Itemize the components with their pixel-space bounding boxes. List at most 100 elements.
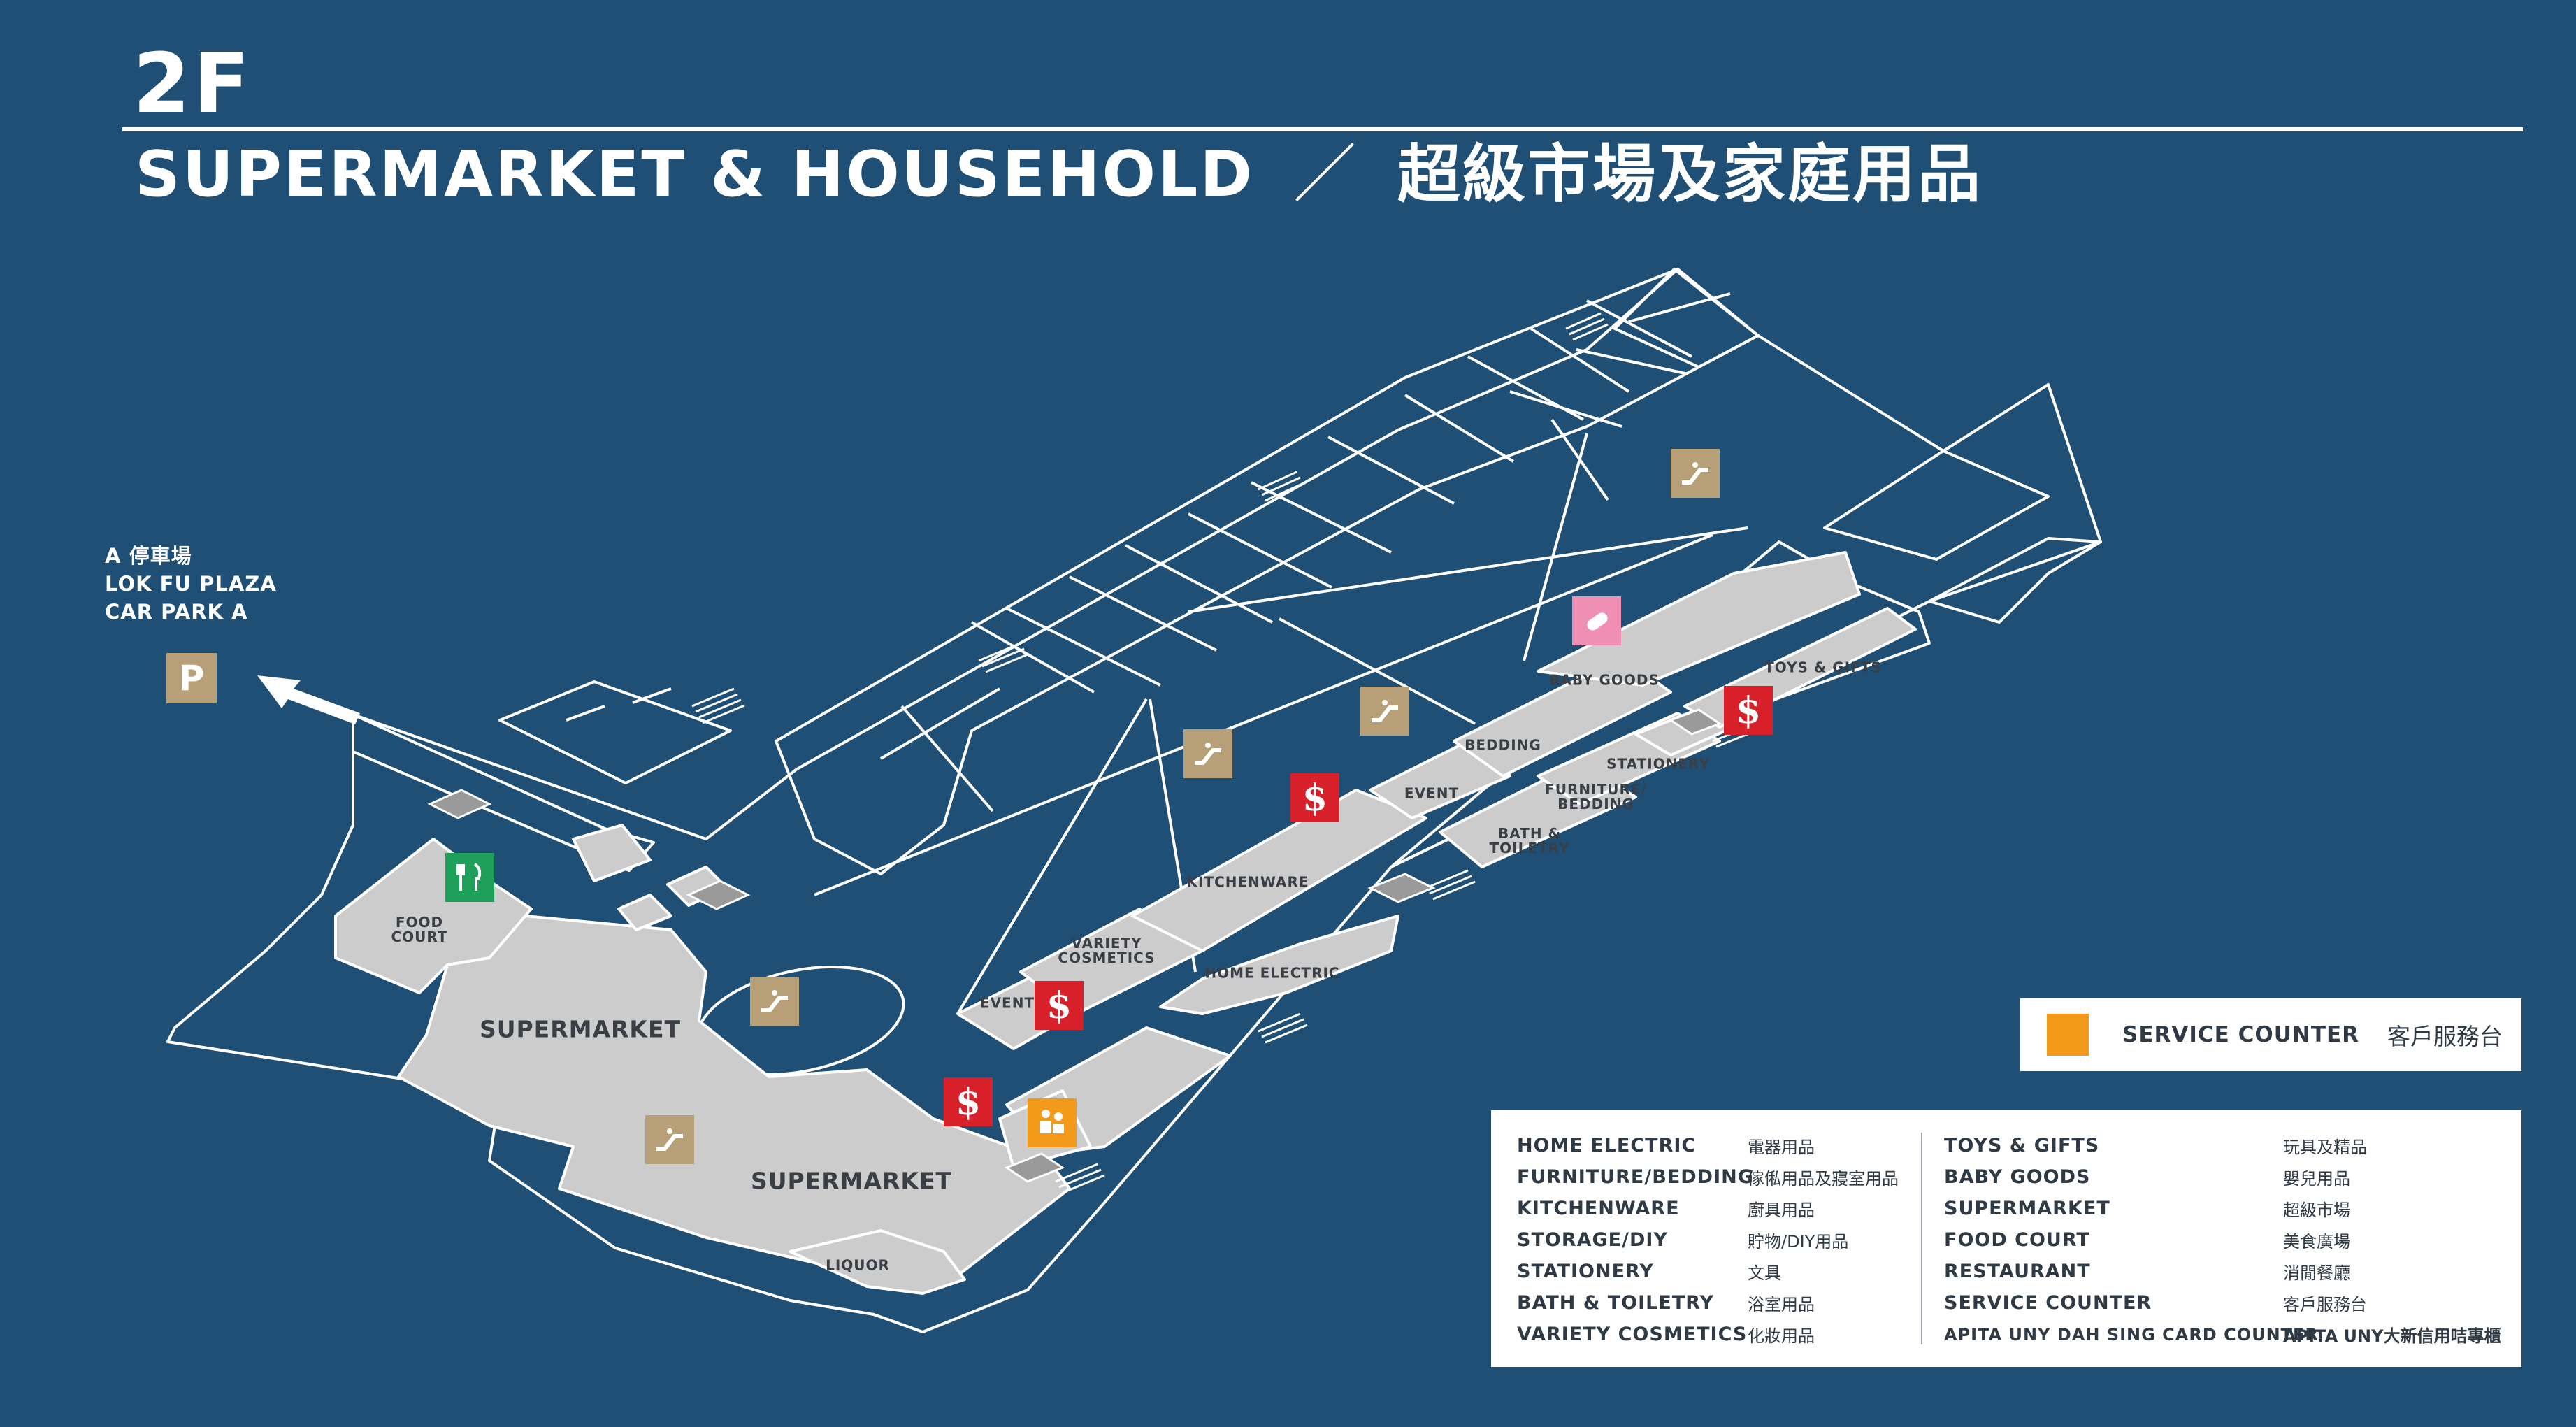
carpark-letter: A — [105, 544, 122, 568]
legend-item: SERVICE COUNTER — [1944, 1292, 2152, 1314]
atrium-lines — [814, 433, 1748, 1015]
legend-item: FOOD COURT — [1944, 1229, 2090, 1251]
title-separator: ／ — [1293, 138, 1359, 211]
legend-item-zh: 貯物/DIY用品 — [1748, 1232, 1849, 1252]
legend-item-zh: 美食廣場 — [2283, 1232, 2350, 1252]
supermarket-label-1: SUPERMARKET — [479, 1015, 682, 1043]
store-directory-legend: HOME ELECTRIC FURNITURE/BEDDING KITCHENW… — [1491, 1110, 2521, 1367]
escalator-icon[interactable] — [1360, 687, 1409, 736]
home-electric-store — [1159, 915, 1399, 1015]
supermarket-main-area — [397, 911, 1071, 1288]
variety-cosmetics-line2: COSMETICS — [1058, 949, 1156, 966]
stairs-south — [1258, 1012, 1308, 1044]
legend-item: KITCHENWARE — [1517, 1198, 1680, 1219]
event-west-label: EVENT — [979, 994, 1035, 1012]
legend-item: STATIONERY — [1517, 1261, 1654, 1282]
lift-block-east-2 — [1668, 708, 1722, 736]
north-wing — [775, 268, 1760, 875]
north-wing-rooms — [879, 299, 1692, 812]
legend-item: HOME ELECTRIC — [1517, 1135, 1697, 1156]
bath-toiletry-line2: TOILETRY — [1489, 840, 1570, 856]
legend-left-zh: 電器用品 傢俬用品及寢室用品 廚具用品 貯物/DIY用品 文具 浴室用品 化妝用… — [1748, 1130, 1899, 1350]
title-divider — [122, 127, 2523, 131]
bath-toiletry-label: BATH &TOILETRY — [1490, 826, 1570, 856]
service-counter-label-zh: 客戶服務台 — [2387, 1023, 2503, 1050]
title-english: SUPERMARKET & HOUSEHOLD — [135, 138, 1255, 211]
stairs-east — [1425, 869, 1476, 901]
stairs-layer — [691, 312, 1752, 1194]
stairs-north — [978, 642, 1028, 673]
cashier-dollar-icon[interactable]: $ — [1724, 686, 1773, 735]
legend-item-zh: 超級市場 — [2283, 1200, 2350, 1220]
legend-divider — [1921, 1133, 1922, 1344]
legend-item-zh: 消閒餐廳 — [2283, 1263, 2350, 1283]
carpark-stalls — [498, 680, 732, 784]
escalator-icon[interactable] — [645, 1115, 694, 1164]
furniture-bedding-line2: BEDDING — [1557, 796, 1634, 812]
service-counter-icon — [2047, 1014, 2089, 1056]
escalator-icon[interactable] — [750, 977, 799, 1026]
food-court-label-line2: COURT — [391, 928, 448, 945]
food-court-label-line1: FOOD — [395, 914, 444, 931]
parking-icon[interactable]: P — [166, 653, 217, 703]
legend-item: FURNITURE/BEDDING — [1517, 1166, 1754, 1188]
cashier-dollar-icon[interactable]: $ — [1290, 773, 1339, 822]
legend-item-zh: 化妝用品 — [1748, 1326, 1815, 1346]
escalator-icon[interactable] — [1671, 449, 1720, 498]
legend-right-zh: 玩具及精品 嬰兒用品 超級市場 美食廣場 消閒餐廳 客戶服務台 APITA UN… — [2283, 1130, 2501, 1350]
carpark-title-zh: 停車場 — [129, 544, 192, 568]
legend-item: APITA UNY DAH SING CARD COUNTER — [1944, 1324, 2319, 1344]
cashier-dollar-icon[interactable]: $ — [1035, 981, 1084, 1030]
legend-item-zh: 文具 — [1748, 1263, 1781, 1283]
lift-block-south — [1004, 1152, 1065, 1183]
stairs-north-2 — [1258, 471, 1304, 502]
service-counter-label-en: SERVICE COUNTER — [2122, 1022, 2360, 1047]
legend-item: BATH & TOILETRY — [1517, 1292, 1715, 1314]
baby-goods-label: BABY GOODS — [1549, 671, 1660, 689]
carpark-name: CAR PARK A — [105, 600, 248, 624]
legend-item: RESTAURANT — [1944, 1261, 2091, 1282]
carpark-plaza-name: LOK FU PLAZA — [105, 572, 277, 596]
baby-room-icon[interactable] — [1572, 596, 1621, 645]
outline-layer — [166, 268, 2102, 1333]
supermarket-label-2: SUPERMARKET — [750, 1167, 953, 1195]
northeast-block — [1576, 268, 1760, 375]
lift-blocks — [427, 708, 1722, 1183]
title-chinese: 超級市場及家庭用品 — [1397, 138, 1983, 211]
restaurant-icon[interactable] — [445, 853, 494, 902]
variety-cosmetics-line1: VARIETY — [1071, 935, 1142, 952]
home-electric-label: HOME ELECTRIC — [1204, 964, 1340, 982]
escalator-icon[interactable] — [1183, 729, 1232, 778]
legend-item: SUPERMARKET — [1944, 1198, 2110, 1219]
event-east-label: EVENT — [1404, 784, 1460, 802]
toys-gifts-label: TOYS & GIFTS — [1764, 659, 1882, 676]
kitchenware-store — [1131, 789, 1427, 952]
cashier-dollar-icon[interactable]: $ — [944, 1077, 993, 1126]
service-counter-key: SERVICE COUNTER 客戶服務台 — [2020, 998, 2521, 1071]
legend-item: TOYS & GIFTS — [1944, 1135, 2100, 1156]
legend-item-zh: APITA UNY大新信用咭專櫃 — [2283, 1326, 2501, 1346]
service-counter-icon[interactable] — [1028, 1098, 1077, 1147]
carpark-walkway — [352, 713, 655, 872]
liquor-area — [789, 1229, 966, 1295]
baby-goods-store — [1537, 551, 1861, 687]
stairs-northeast — [1565, 312, 1609, 341]
legend-item-zh: 電器用品 — [1748, 1138, 1815, 1157]
legend-item-zh: 玩具及精品 — [2283, 1138, 2367, 1157]
lift-block-west — [427, 789, 492, 819]
stairs-west — [691, 687, 745, 724]
bath-toiletry-line1: BATH & — [1498, 825, 1561, 842]
bedding-label: BEDDING — [1465, 736, 1541, 754]
carpark-info: A 停車場 LOK FU PLAZA CAR PARK A — [105, 542, 277, 626]
kitchenware-label: KITCHENWARE — [1186, 873, 1309, 891]
floor-number: 2F — [133, 35, 252, 131]
legend-right-en: TOYS & GIFTS BABY GOODS SUPERMARKET FOOD… — [1944, 1130, 2319, 1350]
stairs-southeast — [1055, 1163, 1105, 1194]
page-title: SUPERMARKET & HOUSEHOLD／超級市場及家庭用品 — [135, 143, 1983, 206]
lift-block-centre — [686, 880, 751, 910]
carpark-arrow-icon[interactable] — [257, 675, 360, 724]
legend-item-zh: 嬰兒用品 — [2283, 1169, 2350, 1189]
legend-item-zh: 廚具用品 — [1748, 1200, 1815, 1220]
